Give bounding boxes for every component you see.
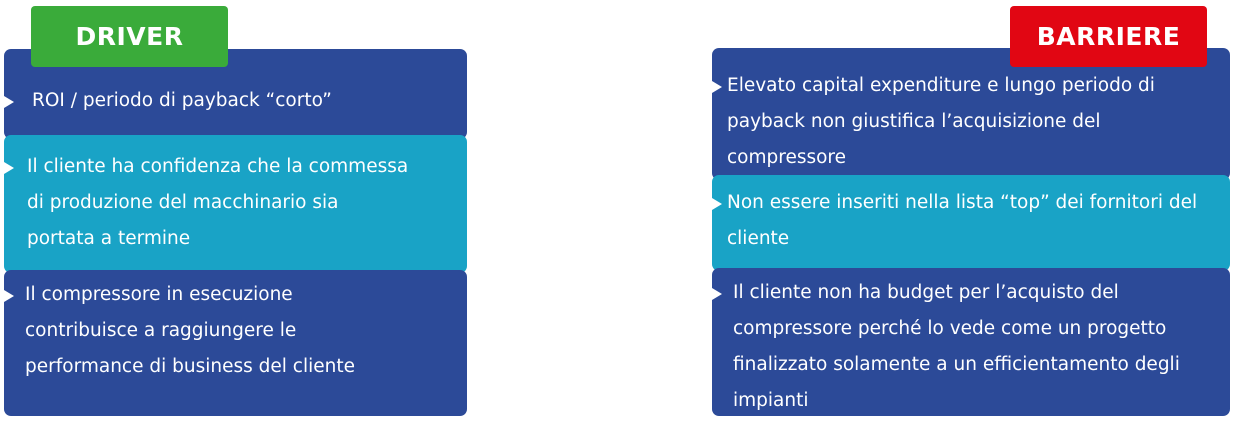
barriere-label-text: BARRIERE	[1036, 22, 1181, 51]
driver-item-3: Il compressore in esecuzione contribuisc…	[4, 270, 467, 416]
driver-panel: ROI / periodo di payback “corto” Il clie…	[4, 49, 467, 416]
bullet-arrow-icon	[712, 198, 722, 210]
driver-item-2-line-3: portata a termine	[27, 228, 191, 249]
driver-label-text: DRIVER	[75, 22, 184, 51]
driver-item-2-line-2: di produzione del macchinario sia	[27, 192, 339, 213]
barriere-item-1: Elevato capital expenditure e lungo peri…	[712, 48, 1230, 180]
barriere-panel: Elevato capital expenditure e lungo peri…	[712, 48, 1230, 416]
driver-item-3-line-2: contribuisce a raggiungere le	[25, 320, 297, 341]
barriere-item-3-line-1: Il cliente non ha budget per l’acquisto …	[733, 282, 1119, 303]
barriere-item-3-line-2: compressore perché lo vede come un proge…	[733, 318, 1167, 339]
driver-item-3-line-3: performance di business del cliente	[25, 356, 355, 377]
barriere-item-2-line-2: cliente	[727, 228, 790, 249]
driver-label: DRIVER	[31, 6, 228, 67]
barriere-item-2-line-1: Non essere inseriti nella lista “top” de…	[727, 192, 1198, 213]
barriere-item-1-line-3: compressore	[727, 147, 847, 168]
driver-item-1-line-1: ROI / periodo di payback “corto”	[32, 90, 332, 111]
barriere-item-1-line-2: payback non giustifica l’acquisizione de…	[727, 111, 1101, 132]
bullet-arrow-icon	[712, 81, 722, 93]
bullet-arrow-icon	[4, 96, 14, 108]
driver-item-2-line-1: Il cliente ha confidenza che la commessa	[27, 156, 409, 177]
bullet-arrow-icon	[712, 288, 722, 300]
barriere-item-3: Il cliente non ha budget per l’acquisto …	[712, 268, 1230, 416]
barriere-label: BARRIERE	[1010, 6, 1207, 67]
barriere-item-3-line-4: impianti	[733, 390, 809, 411]
barriere-item-1-line-1: Elevato capital expenditure e lungo peri…	[727, 75, 1155, 96]
bullet-arrow-icon	[4, 290, 14, 302]
driver-item-3-line-1: Il compressore in esecuzione	[25, 284, 293, 305]
barriere-item-2: Non essere inseriti nella lista “top” de…	[712, 175, 1230, 271]
driver-item-2: Il cliente ha confidenza che la commessa…	[4, 135, 467, 273]
barriere-item-3-line-3: finalizzato solamente a un efficientamen…	[733, 354, 1180, 375]
bullet-arrow-icon	[4, 162, 14, 174]
